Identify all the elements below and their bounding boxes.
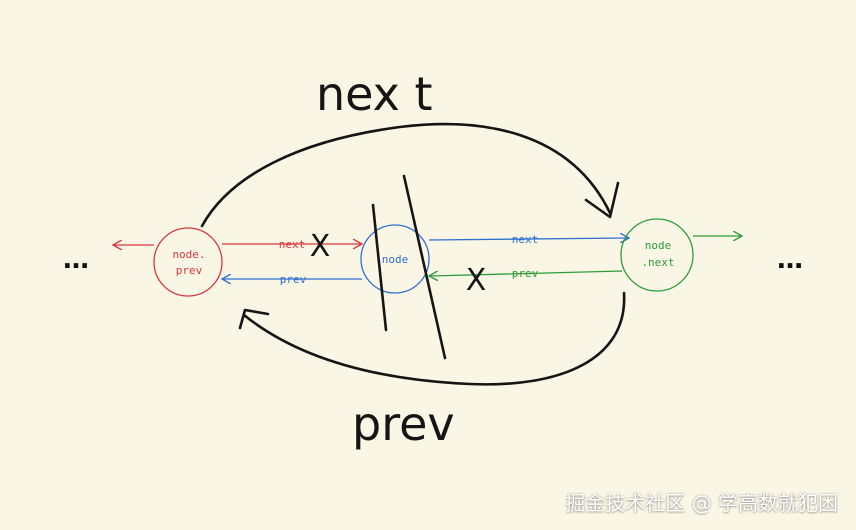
next-annotation-label: nex t — [316, 67, 433, 121]
cut-stroke-2 — [402, 174, 447, 360]
ellipsis-right: … — [777, 245, 803, 275]
current-node-prev-label: prev — [280, 273, 307, 286]
cut-mark-prev: X — [466, 263, 487, 298]
node-prev-label-line1: node. — [172, 248, 205, 261]
next-node-prev-link — [430, 270, 623, 276]
node-current-circle — [360, 224, 430, 294]
prev-bypass-curve — [242, 291, 626, 386]
prev-node-next-label: next — [279, 238, 306, 251]
node-prev-label-line2: prev — [176, 264, 203, 277]
node-prev-circle — [153, 227, 223, 297]
node-next-label-line1: node — [645, 239, 672, 252]
prev-annotation-label: prev — [352, 397, 455, 451]
next-node-prev-label: prev — [512, 267, 539, 280]
prev-bypass-arrowhead — [238, 308, 270, 330]
ellipsis-left: … — [63, 245, 89, 275]
cut-stroke-1 — [371, 203, 388, 332]
node-current-label: node — [382, 253, 409, 266]
node-next-label-line2: .next — [641, 256, 674, 269]
watermark: 掘金技术社区 @ 学高数就犯困 — [565, 491, 838, 515]
next-bypass-curve — [200, 122, 612, 228]
current-node-next-link — [428, 238, 628, 240]
next-bypass-arrowhead — [584, 181, 620, 219]
current-node-next-label: next — [512, 233, 539, 246]
cut-mark-next: X — [310, 229, 331, 264]
node-next-circle — [620, 218, 694, 292]
